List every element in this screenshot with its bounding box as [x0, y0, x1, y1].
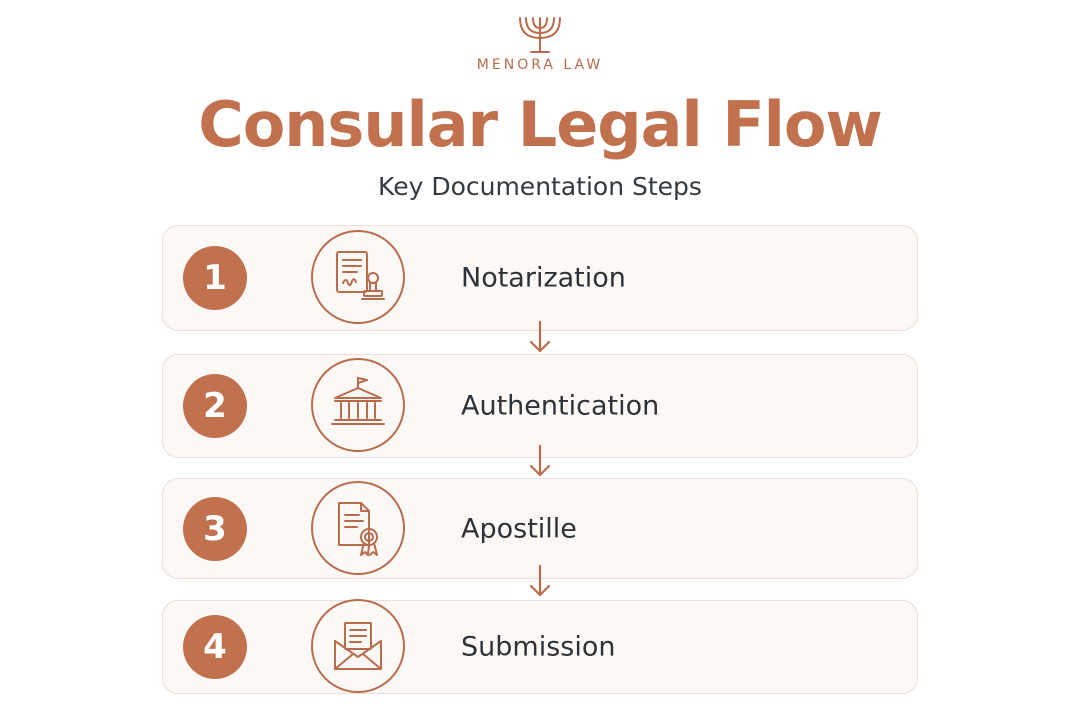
step-card-apostille: 3 Apostille	[162, 478, 918, 579]
step-number: 3	[183, 496, 247, 561]
step-number: 1	[183, 246, 247, 310]
certificate-ribbon-icon	[311, 480, 405, 575]
step-card-notarization: 1 Notarization	[162, 225, 918, 331]
government-building-icon	[311, 358, 405, 452]
menorah-logo-icon	[519, 17, 561, 53]
envelope-letter-icon	[311, 599, 405, 693]
page-subtitle: Key Documentation Steps	[378, 172, 702, 201]
logo	[0, 14, 1080, 56]
brand-name: MENORA LAW	[476, 57, 604, 73]
arrow-down-icon	[529, 320, 551, 353]
step-card-authentication: 2 Authentication	[162, 354, 918, 458]
step-label: Notarization	[461, 262, 626, 294]
step-label: Apostille	[461, 513, 577, 544]
step-card-submission: 4 Submission	[162, 599, 918, 694]
notarized-document-stamp-icon	[311, 230, 405, 324]
step-number: 2	[183, 374, 247, 438]
step-label: Authentication	[461, 390, 660, 422]
arrow-down-icon	[529, 444, 551, 477]
step-label: Submission	[461, 631, 616, 663]
arrow-down-icon	[529, 564, 551, 597]
page-title: Consular Legal Flow	[198, 88, 883, 161]
step-number: 4	[183, 615, 247, 679]
